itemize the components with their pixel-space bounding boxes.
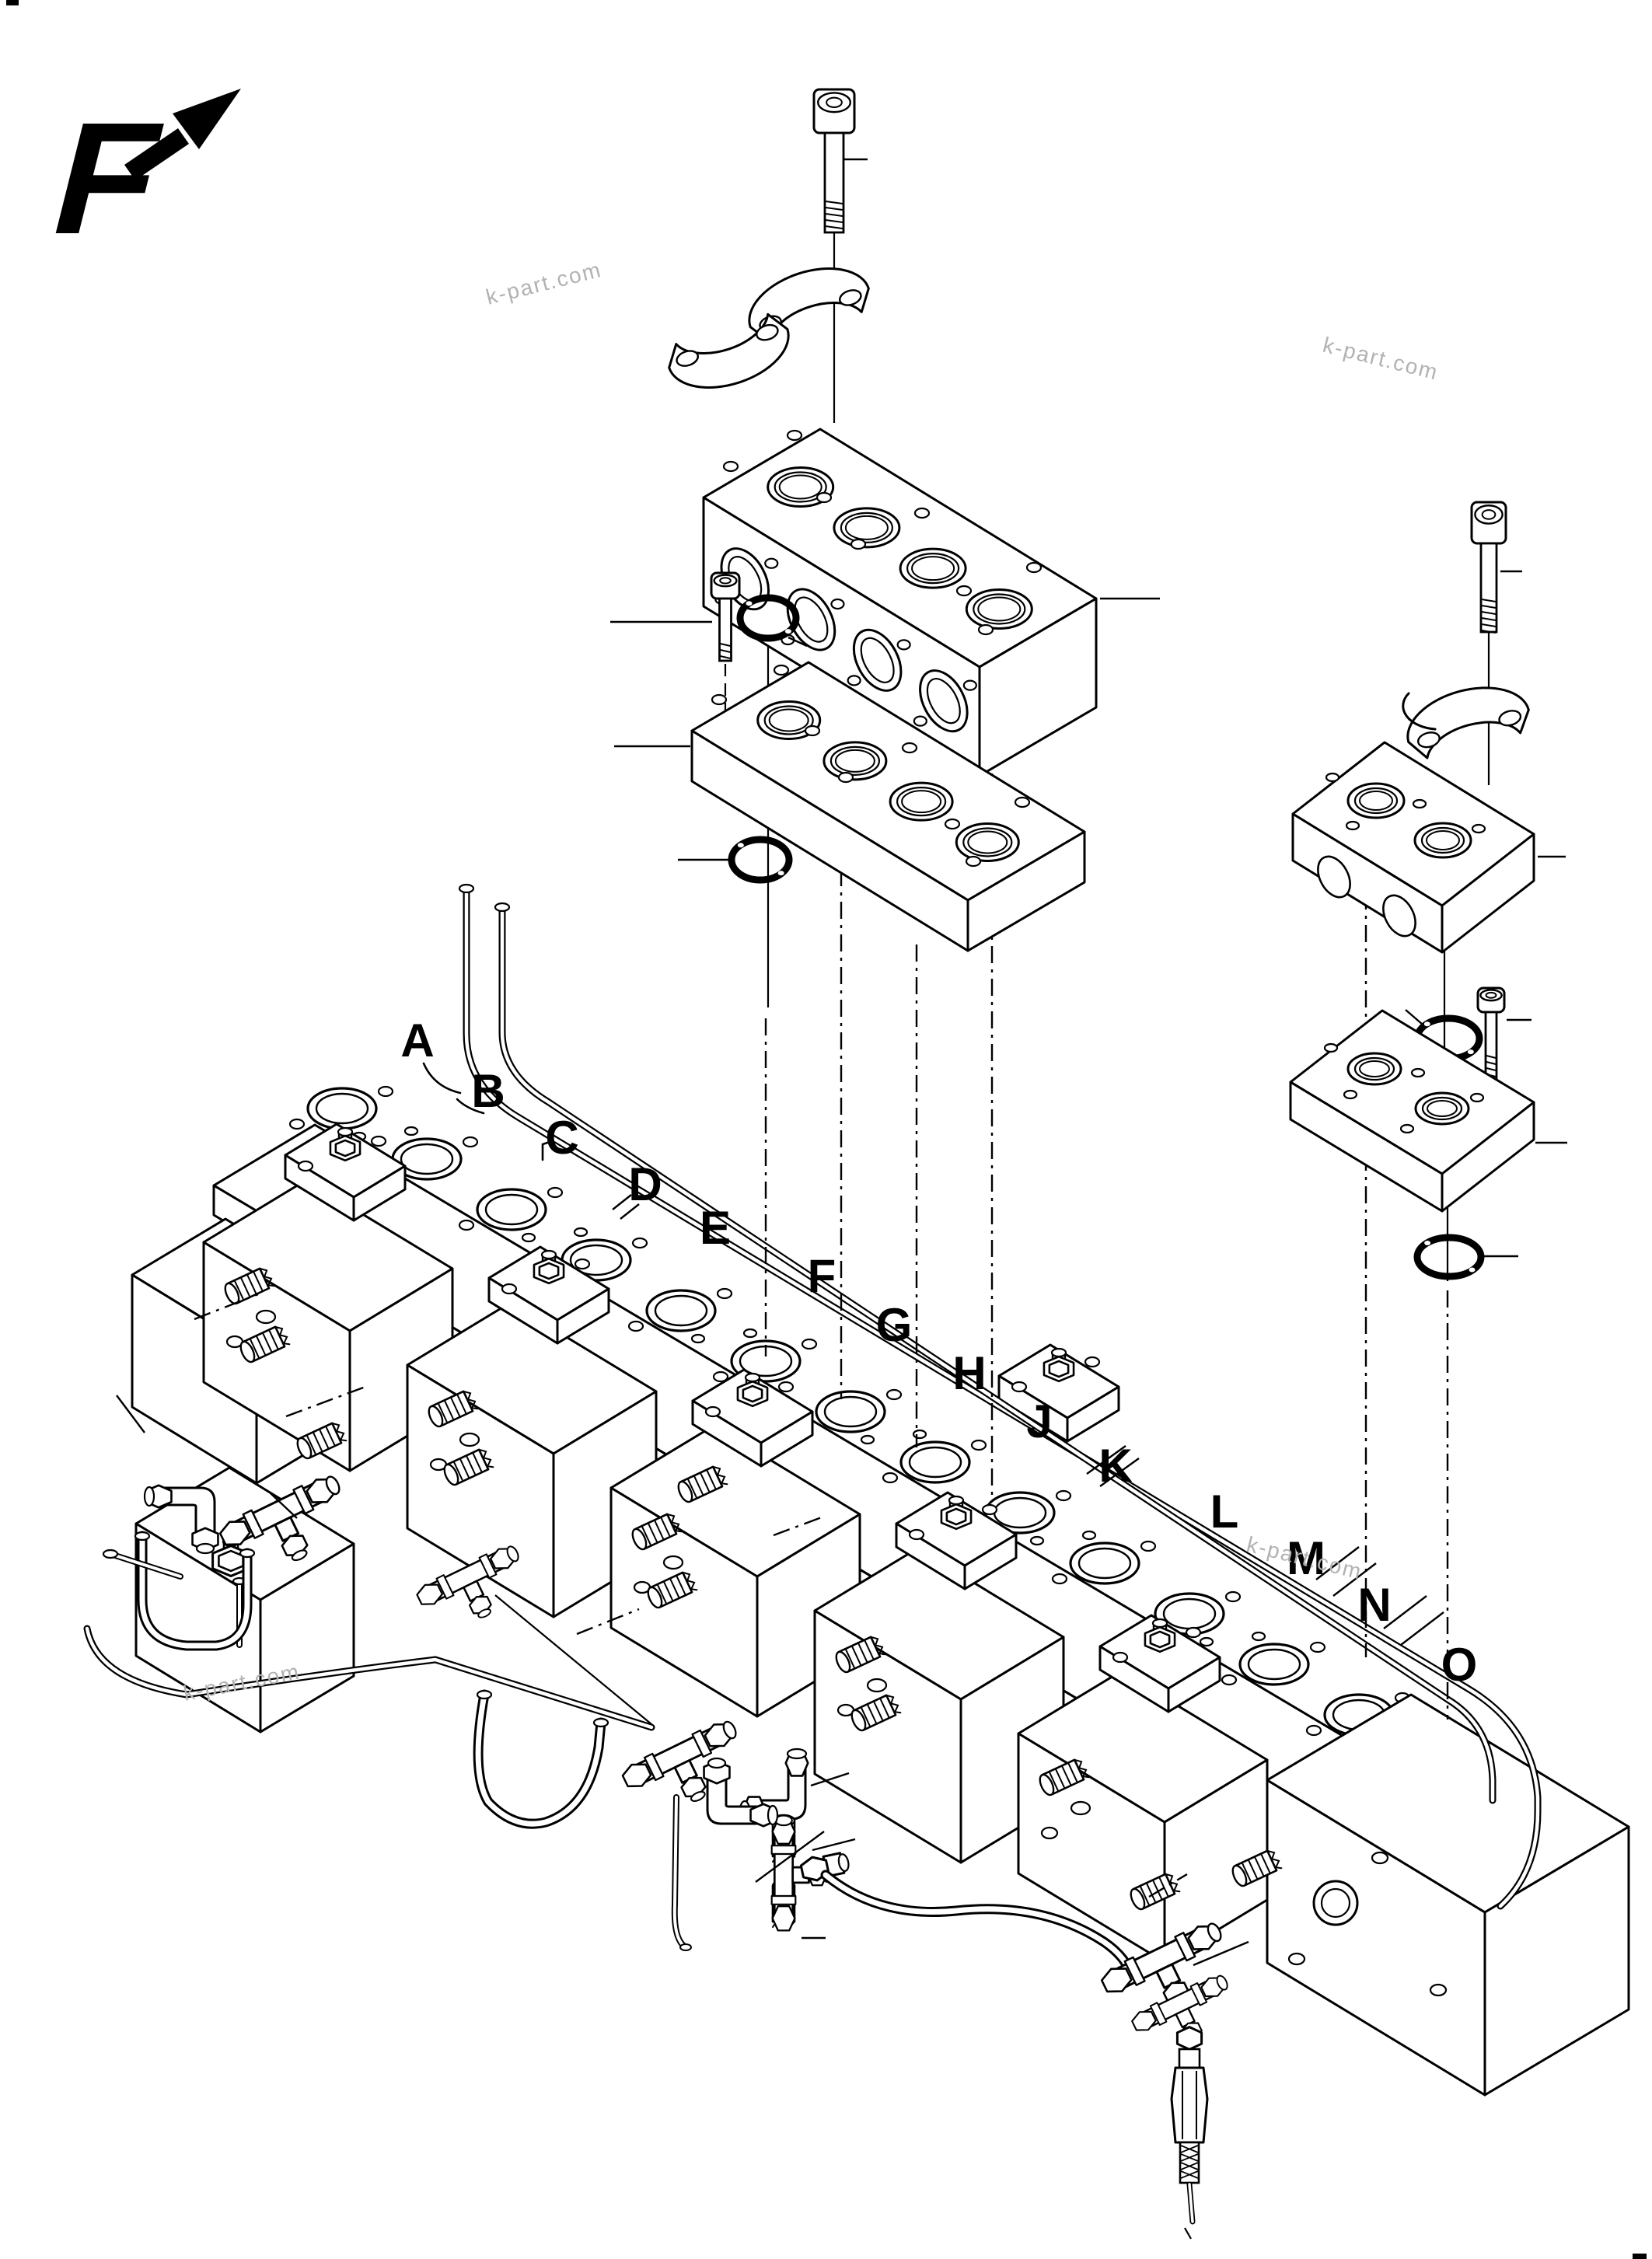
callout-letter-O: O (1441, 1639, 1478, 1691)
spring-fitting (850, 1694, 902, 1732)
pipe-end (107, 1551, 183, 1580)
callout-letter-M: M (1287, 1532, 1325, 1584)
right-manifold-block (1291, 741, 1535, 954)
callout-letter-L: L (1210, 1486, 1239, 1538)
cap-block (487, 1245, 610, 1345)
tee-fitting (621, 1720, 737, 1802)
right-mounting-plate-body (1289, 1009, 1535, 1213)
end-block (1266, 1693, 1630, 2097)
callout-letter-F: F (808, 1250, 836, 1302)
o-ring (1413, 1234, 1485, 1280)
callout-letter-A: A (400, 1014, 434, 1067)
spring-fitting (239, 1325, 291, 1363)
spring-fitting (296, 1422, 348, 1460)
elbow-fitting (143, 1484, 219, 1555)
small-bolt (710, 571, 741, 662)
mounting-plate (690, 661, 1086, 952)
callout-letter-G: G (876, 1299, 913, 1351)
o-ring (736, 594, 800, 642)
cap-block (1098, 1614, 1221, 1713)
hose (820, 1870, 1137, 1984)
callout-letter-E: E (700, 1202, 731, 1254)
spring-fitting (631, 1513, 683, 1551)
flange-clamp-half (668, 312, 790, 389)
braided-hose (1170, 2026, 1209, 2184)
hose-tail (1186, 2181, 1196, 2225)
mounting-bolt (1470, 501, 1507, 634)
spring-fitting (1231, 1849, 1283, 1887)
leader-lines (116, 158, 1567, 1967)
mounting-bolt (812, 88, 856, 234)
u-tube (137, 1531, 253, 1651)
callout-letter-H: H (952, 1347, 986, 1399)
spring-fitting (1130, 1873, 1181, 1911)
callout-letter-B: B (471, 1065, 505, 1117)
spring-fitting (428, 1390, 479, 1428)
cap-block (691, 1368, 814, 1468)
callout-letter-N: N (1357, 1579, 1391, 1631)
tee-fitting (416, 1545, 519, 1618)
cap-block (895, 1491, 1018, 1590)
callout-letter-K: K (1098, 1440, 1132, 1492)
spring-fitting (835, 1636, 886, 1674)
tee-fitting (218, 1475, 341, 1562)
page-edge-mark-bottom-right (1633, 2254, 1647, 2259)
callout-letter-J: J (1026, 1395, 1052, 1447)
spring-fitting (224, 1267, 275, 1305)
spring-fitting (647, 1571, 698, 1609)
end-block-body (1266, 1693, 1630, 2097)
spring-fitting (677, 1465, 728, 1503)
callout-letter-D: D (628, 1158, 662, 1210)
right-mounting-plate (1289, 1009, 1535, 1213)
diagram-graphics (83, 88, 1630, 2240)
spring-fitting (443, 1448, 494, 1486)
long-pipe (83, 1625, 655, 1731)
right-manifold-body (1291, 741, 1535, 954)
cap-block (284, 1123, 407, 1222)
upper-manifold-block (702, 428, 1098, 777)
spring-fitting (1039, 1758, 1090, 1796)
callout-letter-C: C (545, 1112, 578, 1164)
page-edge-mark-top-left (6, 0, 19, 5)
view-arrow-head (173, 89, 241, 149)
cap-block (997, 1343, 1120, 1443)
flange-clamp-half (1406, 686, 1530, 759)
elbow-fitting (703, 1757, 779, 1828)
view-arrow-shaft (124, 128, 189, 180)
u-tube (473, 1689, 606, 1829)
pipe-A (463, 884, 1542, 1910)
